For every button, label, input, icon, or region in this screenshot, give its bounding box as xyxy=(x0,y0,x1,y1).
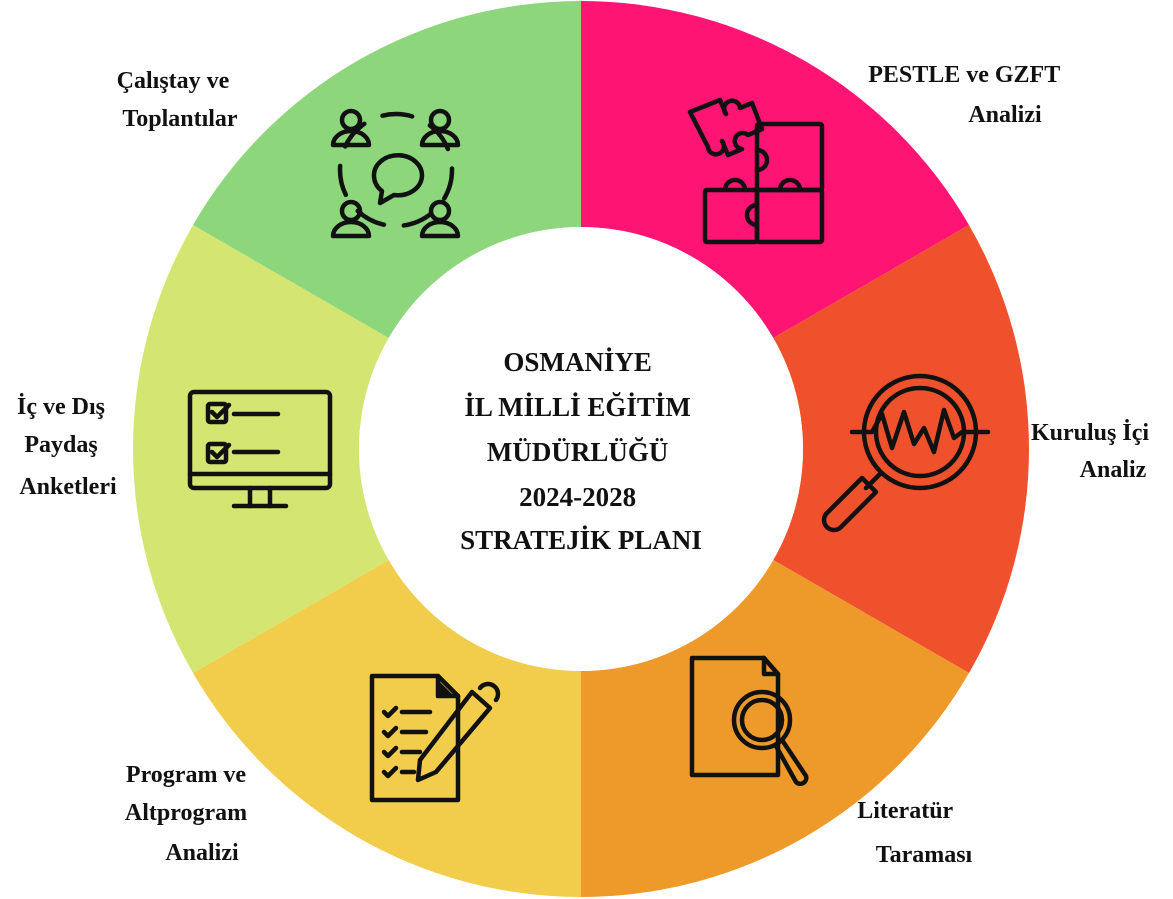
segment-program xyxy=(193,560,581,897)
segment-kurulus xyxy=(773,225,1029,673)
label-pestle: PESTLE ve GZFT Analizi xyxy=(868,62,1066,128)
magnifier-chart-icon xyxy=(821,373,991,533)
label-calistay: Çalıştay ve Toplantılar xyxy=(117,68,238,132)
center-circle xyxy=(359,227,803,671)
document-search-icon xyxy=(689,655,809,786)
label-paydas: İç ve Dış Paydaş Anketleri xyxy=(17,394,117,500)
center-title: OSMANİYE İL MİLLİ EĞİTİM MÜDÜRLÜĞÜ 2024-… xyxy=(460,347,702,555)
monitor-checklist-icon xyxy=(187,389,333,509)
puzzle-icon xyxy=(687,97,825,245)
label-literatur: Literatür Taraması xyxy=(857,798,972,868)
segment-calistay xyxy=(193,1,581,338)
label-kurulus: Kuruluş İçi Analiz xyxy=(1031,420,1155,483)
meeting-icon xyxy=(330,108,461,239)
segment-literatur xyxy=(581,560,969,897)
label-program: Program ve Altprogram Analizi xyxy=(125,762,253,866)
segment-pestle xyxy=(581,1,969,338)
segment-paydas xyxy=(132,225,389,673)
checklist-pen-icon xyxy=(369,673,501,803)
